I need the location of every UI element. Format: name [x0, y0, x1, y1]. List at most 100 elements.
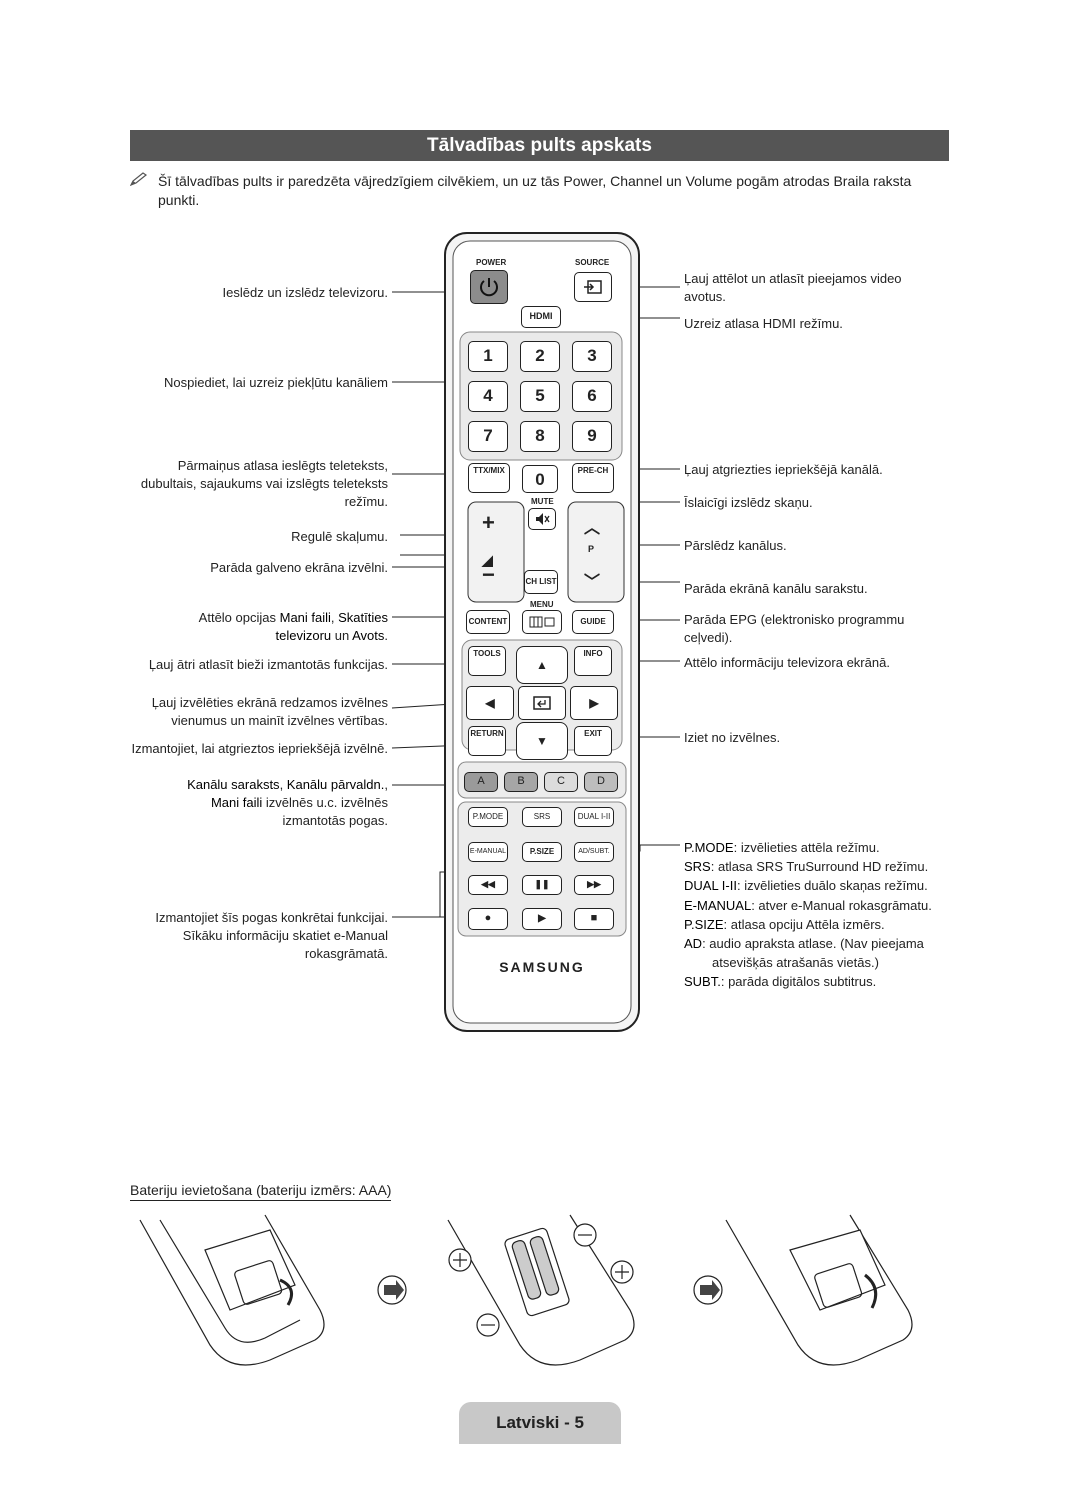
- note-text: Šī tālvadības pults ir paredzēta vājredz…: [158, 173, 912, 208]
- source-icon: [584, 280, 602, 294]
- mute-button[interactable]: [528, 508, 556, 530]
- color-button-a[interactable]: A: [464, 772, 498, 792]
- source-button[interactable]: [574, 272, 612, 302]
- pause-button[interactable]: ❚❚: [522, 875, 562, 895]
- tools-button[interactable]: TOOLS: [468, 646, 506, 676]
- channel-rocker[interactable]: [568, 502, 624, 602]
- channel-p-label: P: [588, 544, 595, 554]
- arrow-down-icon: ▼: [536, 734, 548, 748]
- content-button[interactable]: CONTENT: [466, 610, 510, 634]
- arrow-right-step-icon-2: [693, 1275, 723, 1305]
- stop-button[interactable]: ■: [574, 908, 614, 930]
- label-prech: Ļauj atgriezties iepriekšējā kanālā.: [684, 462, 883, 477]
- pencil-icon: [129, 172, 154, 191]
- source-label: SOURCE: [575, 258, 610, 267]
- dpad-right-button[interactable]: ▶: [570, 686, 618, 720]
- play-button[interactable]: ▶: [522, 908, 562, 930]
- power-button[interactable]: [470, 270, 508, 304]
- label-source: Ļauj attēlot un atlasīt pieejamos video …: [684, 271, 902, 304]
- brand-logo: SAMSUNG: [499, 959, 585, 975]
- number-button-2[interactable]: 2: [520, 341, 560, 372]
- hdmi-button[interactable]: HDMI: [521, 306, 561, 328]
- power-label: POWER: [476, 258, 507, 267]
- number-button-5[interactable]: 5: [520, 381, 560, 412]
- label-guide: Parāda EPG (elektronisko programmu ceļve…: [684, 612, 905, 645]
- number-button-0[interactable]: 0: [522, 465, 558, 493]
- srs-button[interactable]: SRS: [522, 807, 562, 827]
- page-footer-language: Latviski - 5: [459, 1402, 621, 1444]
- dpad-enter-button[interactable]: [518, 686, 566, 720]
- battery-step-2-illustration: [447, 1214, 635, 1366]
- note: Šī tālvadības pults ir paredzēta vājredz…: [129, 172, 930, 208]
- color-button-c[interactable]: C: [544, 772, 578, 792]
- number-button-1[interactable]: 1: [468, 341, 508, 372]
- label-tools: Ļauj ātri atlasīt bieži izmantotās funkc…: [148, 657, 388, 672]
- rewind-icon: ◀◀: [481, 879, 495, 889]
- battery-section-title: Bateriju ievietošana (bateriju izmērs: A…: [130, 1182, 392, 1201]
- volume-down-icon: −: [482, 562, 495, 587]
- power-icon: [480, 278, 498, 297]
- ch-list-button[interactable]: CH LIST: [524, 570, 558, 594]
- label-special-keys: P.MODE: izvēlieties attēla režīmu. SRS: …: [684, 840, 932, 990]
- fast-forward-button[interactable]: ▶▶: [574, 875, 614, 895]
- rewind-button[interactable]: ◀◀: [468, 875, 508, 895]
- arrow-right-step-icon: [377, 1275, 407, 1305]
- pre-ch-button[interactable]: PRE-CH: [572, 463, 614, 493]
- enter-icon: [533, 696, 551, 710]
- battery-illustration: [139, 1214, 913, 1366]
- label-special: Izmantojiet šīs pogas konkrētai funkcija…: [155, 910, 388, 961]
- menu-icon: [529, 616, 555, 628]
- dual-button[interactable]: DUAL I-II: [574, 807, 614, 827]
- label-ttx: Pārmaiņus atlasa ieslēgts teleteksts, du…: [140, 458, 388, 509]
- pmode-button[interactable]: P.MODE: [468, 807, 508, 827]
- label-power: Ieslēdz un izslēdz televizoru.: [222, 285, 388, 300]
- label-content: Attēlo opcijas Mani faili, Skatīties tel…: [198, 610, 388, 643]
- dpad-up-button[interactable]: ▲: [516, 646, 568, 684]
- label-chlist: Parāda ekrānā kanālu sarakstu.: [684, 581, 868, 596]
- arrow-up-icon: ▲: [536, 658, 548, 672]
- volume-rocker[interactable]: [468, 502, 524, 602]
- stop-icon: ■: [590, 912, 598, 924]
- pause-icon: ❚❚: [534, 879, 550, 889]
- mute-icon: [536, 513, 550, 525]
- label-exit: Iziet no izvēlnes.: [684, 730, 781, 745]
- label-return: Izmantojiet, lai atgrieztos iepriekšējā …: [131, 741, 388, 756]
- number-button-3[interactable]: 3: [572, 341, 612, 372]
- number-button-4[interactable]: 4: [468, 381, 508, 412]
- page-title: Tālvadības pults apskats: [130, 130, 949, 161]
- volume-up-icon: +: [482, 510, 495, 535]
- label-color: Kanālu saraksts, Kanālu pārvaldn., Mani …: [187, 777, 388, 828]
- battery-step-1-illustration: [139, 1214, 325, 1366]
- record-icon: ●: [484, 912, 492, 924]
- fast-forward-icon: ▶▶: [587, 879, 601, 889]
- record-button[interactable]: ●: [468, 908, 508, 930]
- label-mute: Īslaicīgi izslēdz skaņu.: [684, 495, 813, 510]
- return-button[interactable]: RETURN: [468, 726, 506, 756]
- dpad-left-button[interactable]: ◀: [466, 686, 514, 720]
- ttx-mix-button[interactable]: TTX/MIX: [468, 463, 510, 493]
- mute-label: MUTE: [531, 497, 554, 506]
- exit-button[interactable]: EXIT: [574, 726, 612, 756]
- number-button-6[interactable]: 6: [572, 381, 612, 412]
- label-volume: Regulē skaļumu.: [291, 529, 388, 544]
- ad-subt-button[interactable]: AD/SUBT.: [574, 842, 614, 862]
- emanual-button[interactable]: E-MANUAL: [468, 842, 508, 862]
- arrow-right-icon: ▶: [589, 696, 599, 710]
- label-menu: Parāda galveno ekrāna izvēlni.: [210, 560, 388, 575]
- info-button[interactable]: INFO: [574, 646, 612, 676]
- number-button-9[interactable]: 9: [572, 421, 612, 452]
- label-info: Attēlo informāciju televizora ekrānā.: [684, 655, 890, 670]
- label-numbers: Nospiediet, lai uzreiz piekļūtu kanāliem: [163, 375, 388, 390]
- number-button-8[interactable]: 8: [520, 421, 560, 452]
- dpad-down-button[interactable]: ▼: [516, 722, 568, 760]
- guide-button[interactable]: GUIDE: [572, 610, 614, 634]
- menu-label: MENU: [530, 600, 554, 609]
- volume-level-icon: ◢: [482, 552, 493, 568]
- arrow-left-icon: ◀: [485, 696, 495, 710]
- play-icon: ▶: [538, 913, 546, 924]
- psize-button[interactable]: P.SIZE: [522, 842, 562, 862]
- menu-button[interactable]: [522, 610, 562, 634]
- color-button-d[interactable]: D: [584, 772, 618, 792]
- number-button-7[interactable]: 7: [468, 421, 508, 452]
- color-button-b[interactable]: B: [504, 772, 538, 792]
